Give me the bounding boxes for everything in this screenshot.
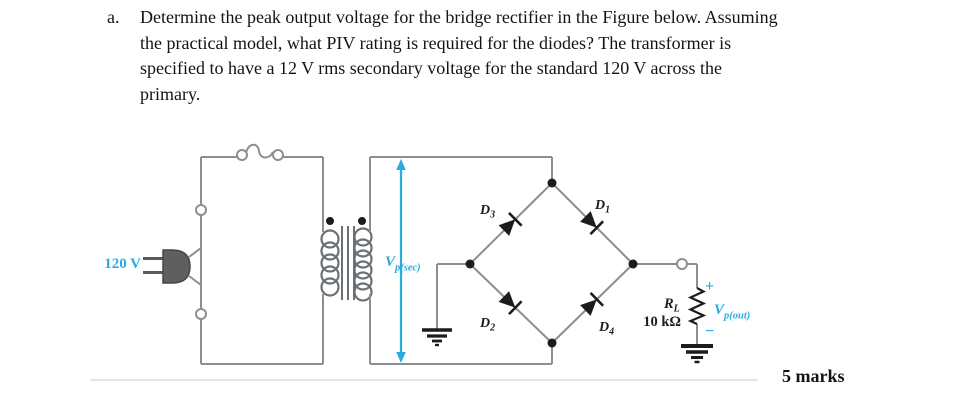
output-terminal-icon (676, 258, 688, 270)
diode-d1-label: D1 (594, 198, 610, 216)
question-line: the practical model, what PIV rating is … (140, 32, 732, 53)
output-ground-icon (681, 344, 713, 364)
question-line: Determine the peak output voltage for th… (140, 7, 778, 27)
diode-d4 (580, 291, 605, 316)
question-line: primary. (140, 83, 201, 104)
question-block: a. Determine the peak output voltage for… (107, 5, 778, 107)
primary-loop-wires (200, 156, 324, 365)
polarity-minus: − (705, 323, 714, 340)
source-voltage-label: 120 V (104, 256, 141, 272)
vsec-label: Vp(sec) (385, 254, 421, 274)
transformer-icon (320, 217, 373, 302)
primary-terminal-icons (195, 204, 207, 320)
figure-bottom-rule (90, 379, 758, 381)
question-line: specified to have a 12 V rms secondary v… (140, 58, 723, 79)
plug-icon (143, 247, 202, 286)
transformer-core (341, 226, 355, 300)
junction-dots (465, 178, 638, 348)
diode-d3 (498, 211, 523, 236)
question-text: Determine the peak output voltage for th… (140, 5, 778, 107)
load-resistor-name: RL (663, 296, 680, 315)
diode-d4-label: D4 (598, 320, 614, 338)
diode-d2-label: D2 (479, 316, 495, 334)
diode-d2 (498, 291, 523, 316)
load-resistor-value: 10 kΩ (643, 314, 681, 330)
phase-dot (358, 217, 366, 225)
vsec-arrow-icon (396, 159, 406, 363)
bridge-ground-icon (422, 264, 452, 347)
marks-label: 5 marks (782, 366, 845, 386)
phase-dot (326, 217, 334, 225)
vout-label: Vp(out) (714, 302, 750, 322)
polarity-plus: + (705, 278, 714, 295)
load-wires (687, 263, 698, 345)
secondary-loop-wires (369, 156, 553, 365)
resistor-icon (687, 287, 707, 325)
question-letter: a. (107, 7, 120, 27)
diode-d1 (580, 211, 605, 236)
diode-d3-label: D3 (479, 203, 495, 221)
fuse-icon (236, 143, 284, 161)
